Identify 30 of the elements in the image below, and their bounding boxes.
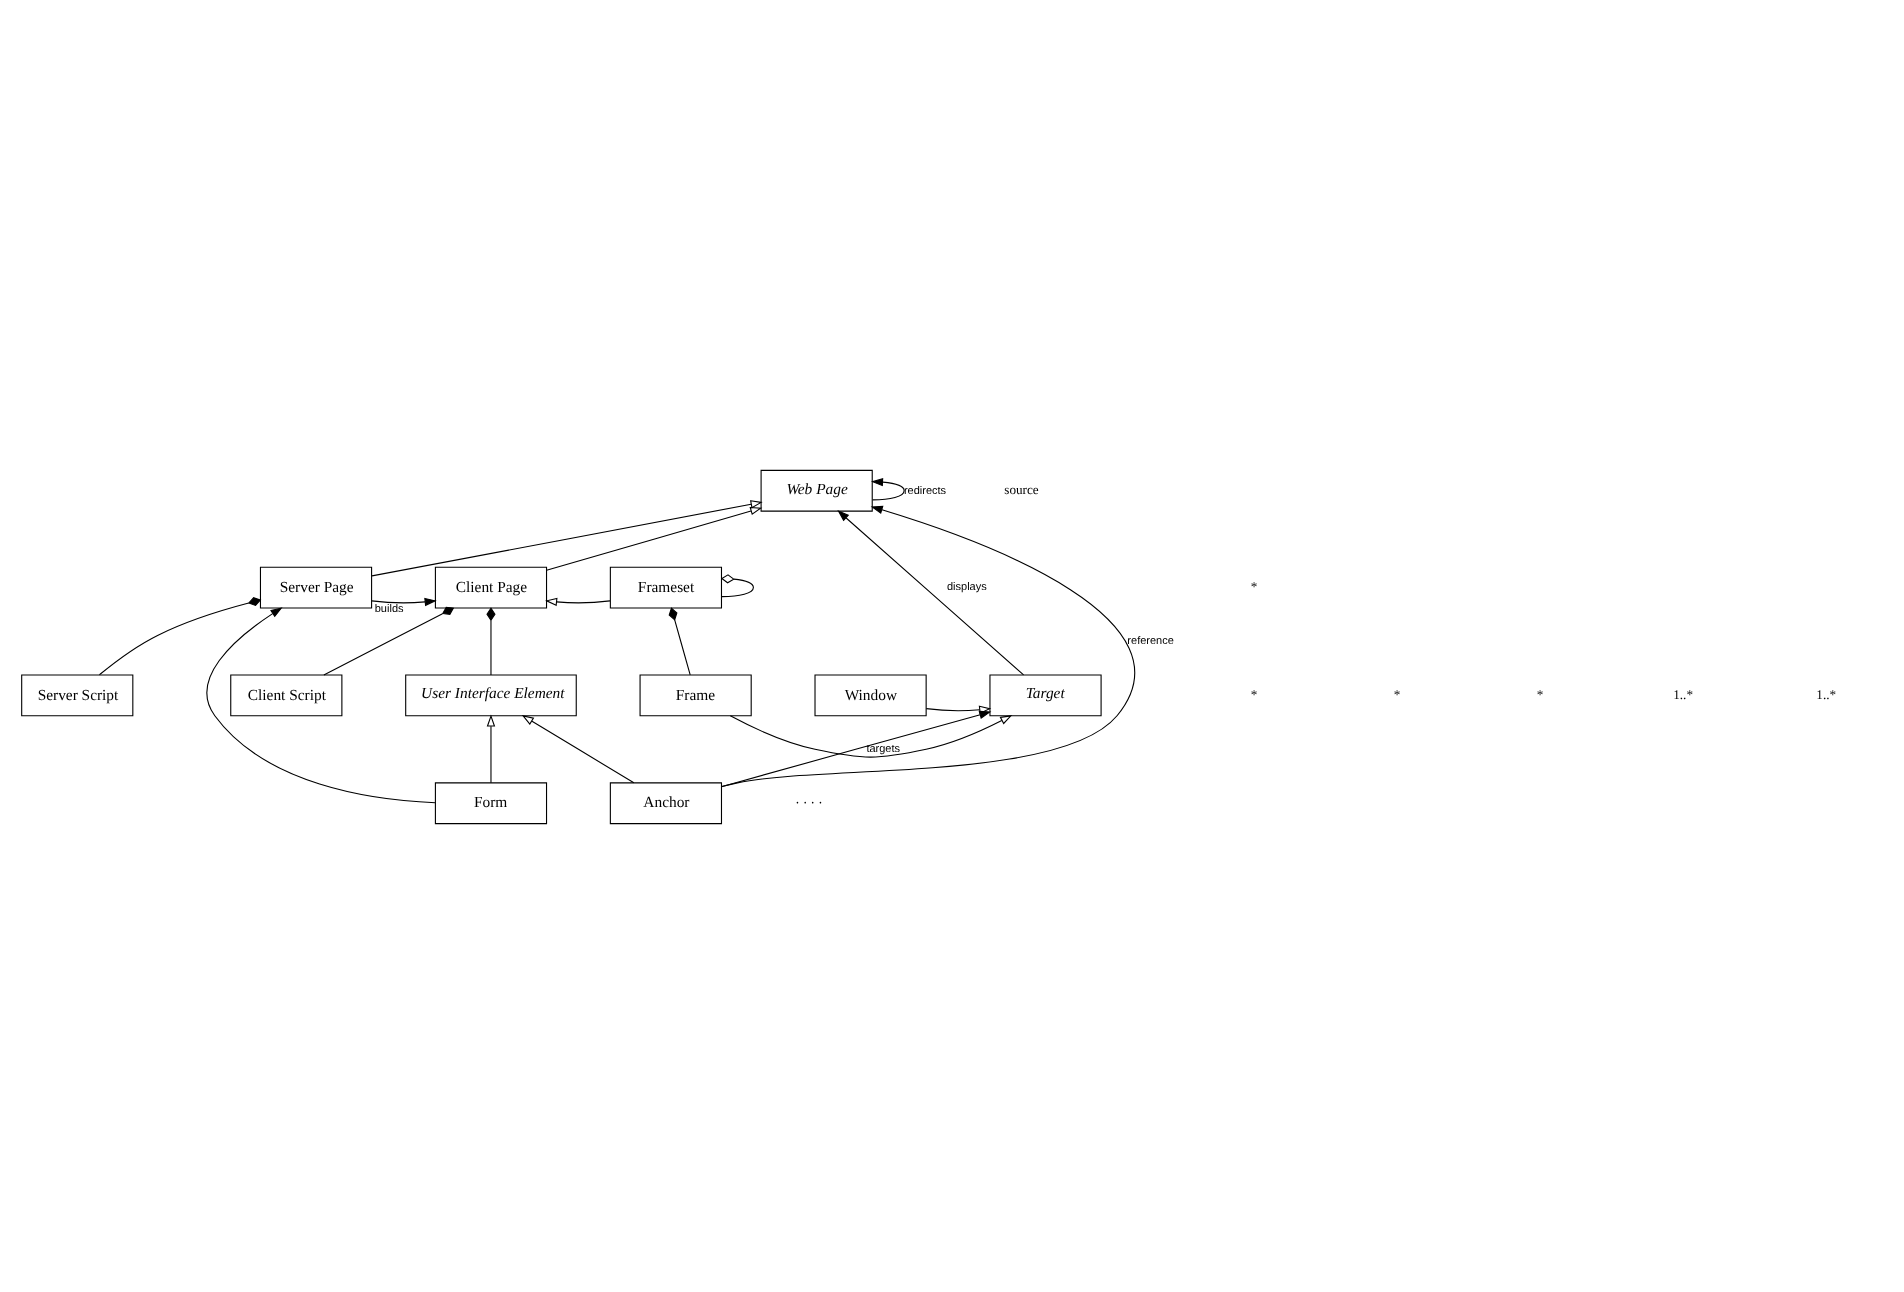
node-box: User Interface Element <box>405 673 577 716</box>
arrow <box>206 606 436 803</box>
arrow <box>546 505 763 570</box>
node-box: Anchor <box>609 781 723 824</box>
node-box: Target <box>989 673 1102 716</box>
connector <box>720 573 754 597</box>
node-box: Web Page <box>760 468 873 511</box>
node-box: Server Script <box>21 673 134 716</box>
connector <box>323 605 455 675</box>
node-box: Frame <box>639 673 752 716</box>
node-box: Client Script <box>230 673 343 716</box>
arrow <box>925 704 992 713</box>
connector <box>486 606 496 675</box>
arrow <box>486 713 496 783</box>
arrow <box>721 709 992 787</box>
connector <box>98 596 262 675</box>
arrow <box>721 504 1136 787</box>
node-box: Window <box>814 673 927 716</box>
connector <box>668 606 691 675</box>
arrow <box>837 509 1025 675</box>
arrow <box>521 714 635 783</box>
arrow <box>870 476 905 500</box>
node-box: Server Page <box>259 565 373 608</box>
arrow <box>371 499 763 576</box>
arrow <box>371 596 437 606</box>
node-box: Form <box>434 781 548 824</box>
arrow <box>545 596 611 606</box>
arrow <box>729 714 1013 757</box>
node-box: Frameset <box>609 565 723 608</box>
node-box: Client Page <box>434 565 548 608</box>
